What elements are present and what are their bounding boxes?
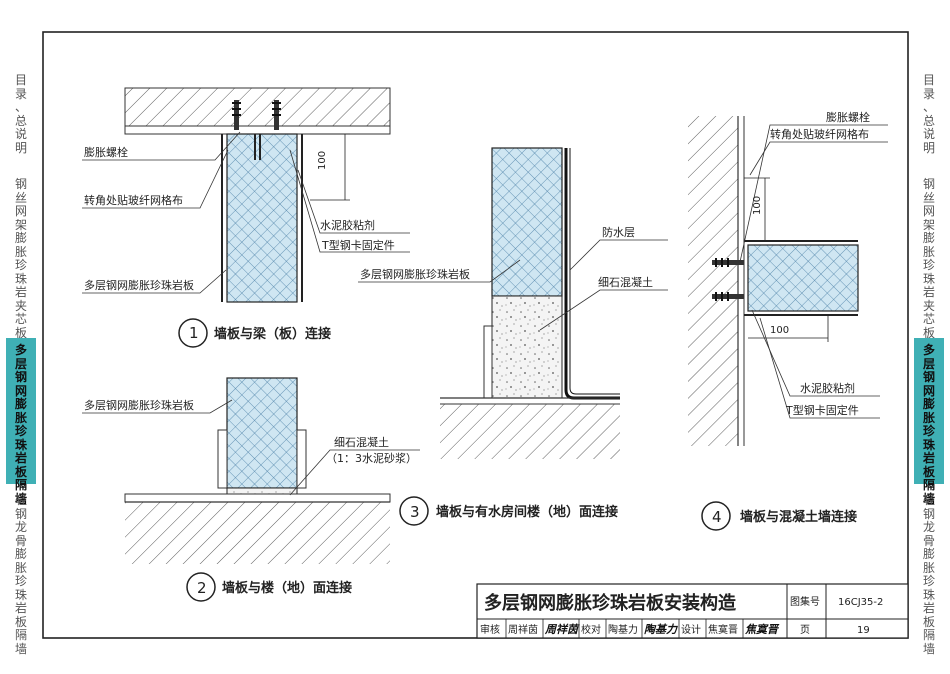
sidebar-right-tab-2[interactable]: 钢丝网架膨胀珍珠岩夹芯板隔墙 [914, 177, 944, 366]
d2-label-mortar: （1：3水泥砂浆） [326, 451, 417, 465]
beam-slab [124, 87, 391, 127]
d3-number: 3 [410, 503, 420, 521]
d2-label-panel: 多层钢网膨胀珍珠岩板 [84, 398, 194, 412]
title-block-checker: 陶基力 [608, 623, 638, 636]
sidebar-right-tab-4[interactable]: 轻钢龙骨膨胀珍珠岩板隔墙 [914, 493, 944, 655]
d2-caption: 墙板与楼（地）面连接 [222, 580, 352, 596]
detail-3-circle [399, 496, 429, 526]
sidebar-left-tab-4-label: 轻钢龙骨膨胀珍珠岩板隔墙 [14, 493, 27, 656]
d3-label-waterproof: 防水层 [602, 225, 635, 239]
d4-label-bolt: 膨胀螺栓 [826, 110, 870, 124]
d1-label-panel: 多层钢网膨胀珍珠岩板 [84, 278, 194, 292]
panel-3 [491, 147, 563, 297]
sidebar-right-tab-1-label: 目录、总说明 [922, 73, 935, 155]
d2-number: 2 [197, 579, 207, 597]
d1-label-tclip: T型钢卡固定件 [321, 238, 395, 252]
detail-1-circle [178, 318, 208, 348]
detail-2-drawing [82, 377, 420, 564]
sidebar-left-tab-1-label: 目录、总说明 [14, 73, 27, 155]
title-block-check-label: 校对 [581, 623, 601, 636]
d1-label-adhesive: 水泥胶粘剂 [320, 218, 375, 232]
title-block-reviewer: 周祥茵 [508, 623, 538, 636]
d4-dim-h: 100 [770, 325, 789, 336]
sidebar-left-tab-3[interactable]: 多层钢网膨胀珍珠岩板隔墙 [6, 338, 36, 505]
title-block-reviewer-signature: 周祥茵 [544, 623, 580, 636]
d1-label-bolt: 膨胀螺栓 [84, 145, 128, 159]
detail-4-drawing [688, 116, 888, 446]
d2-label-concrete: 细石混凝土 [334, 435, 389, 449]
d4-number: 4 [712, 508, 722, 526]
title-block [476, 583, 909, 639]
detail-4-circle [701, 501, 731, 531]
title-block-designer-signature: 焦寞晋 [745, 623, 780, 636]
detail-3-drawing [358, 147, 668, 459]
detail-2-circle [186, 572, 216, 602]
title-block-atlas-label: 图集号 [790, 595, 820, 608]
sidebar-left-tab-4[interactable]: 轻钢龙骨膨胀珍珠岩板隔墙 [6, 493, 36, 655]
d1-label-mesh: 转角处贴玻纤网格布 [84, 193, 183, 207]
title-block-review-label: 审核 [480, 623, 500, 636]
panel-2 [226, 377, 298, 489]
floor-slab-3 [440, 404, 620, 459]
title-block-atlas-no: 16CJ35-2 [838, 597, 883, 608]
d1-caption: 墙板与梁（板）连接 [214, 326, 331, 342]
sidebar-left-tab-1[interactable]: 目录、总说明 [6, 73, 36, 154]
title-block-design-label: 设计 [681, 623, 701, 636]
floor-slab-2 [125, 502, 390, 564]
d4-label-mesh: 转角处贴玻纤网格布 [770, 127, 869, 141]
sheet-border [42, 31, 909, 639]
d3-label-panel: 多层钢网膨胀珍珠岩板 [360, 267, 470, 281]
title-block-page-no: 19 [857, 625, 870, 636]
title-block-checker-signature: 陶基力 [644, 623, 678, 636]
panel-1 [226, 133, 298, 303]
d1-dim: 100 [317, 151, 328, 170]
d3-label-concrete: 细石混凝土 [598, 275, 653, 289]
d4-label-adhesive: 水泥胶粘剂 [800, 381, 855, 395]
sidebar-right-tab-3-label: 多层钢网膨胀珍珠岩板隔墙 [922, 343, 935, 506]
d3-caption: 墙板与有水房间楼（地）面连接 [436, 504, 618, 520]
sidebar-left-tab-2[interactable]: 钢丝网架膨胀珍珠岩夹芯板隔墙 [6, 177, 36, 366]
sidebar-right-tab-1[interactable]: 目录、总说明 [914, 73, 944, 154]
d4-dim-v: 100 [752, 196, 763, 215]
title-block-designer: 焦寞晋 [708, 623, 738, 636]
detail-1-drawing [82, 87, 410, 303]
sidebar-right-tab-4-label: 轻钢龙骨膨胀珍珠岩板隔墙 [922, 493, 935, 656]
title-block-page-label: 页 [800, 624, 810, 636]
title-block-title: 多层钢网膨胀珍珠岩板安装构造 [484, 592, 736, 614]
d1-number: 1 [189, 324, 199, 342]
concrete-wall-4 [688, 116, 738, 446]
sidebar-left-tab-3-label: 多层钢网膨胀珍珠岩板隔墙 [14, 343, 27, 506]
sidebar-right-tab-3[interactable]: 多层钢网膨胀珍珠岩板隔墙 [914, 338, 944, 505]
concrete-curb-3 [491, 295, 563, 399]
panel-4 [747, 244, 859, 312]
d4-caption: 墙板与混凝土墙连接 [740, 509, 857, 525]
d4-label-tclip: T型钢卡固定件 [785, 403, 859, 417]
